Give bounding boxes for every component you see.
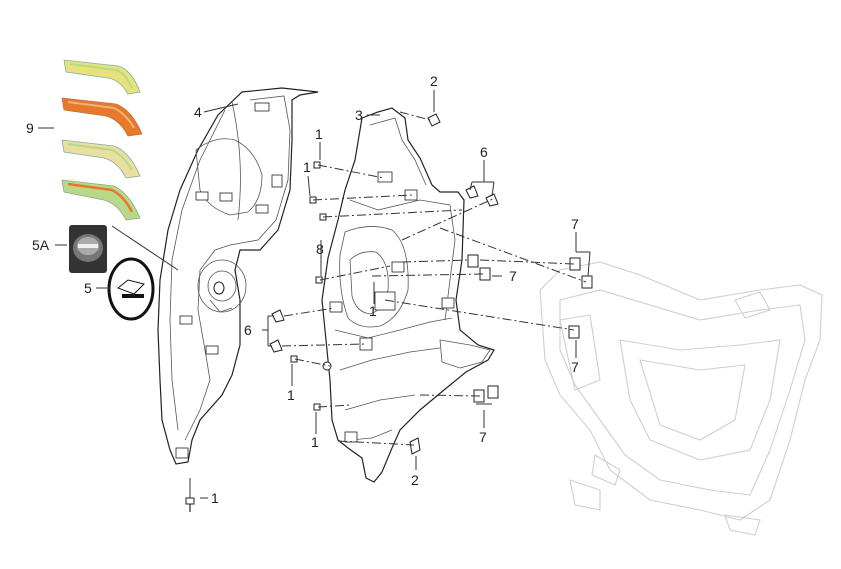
decal-stripe-4	[61, 179, 141, 221]
label-7-bottom: 7	[479, 429, 487, 445]
decal-stripe-2	[61, 97, 143, 137]
label-7-mid: 7	[509, 268, 517, 284]
label-1-bottom: 1	[211, 490, 219, 506]
label-9: 9	[26, 120, 34, 136]
label-1-top-a: 1	[315, 126, 323, 142]
label-7-right-bottom: 7	[571, 359, 579, 375]
label-2-bottom: 2	[411, 472, 419, 488]
inner-panel	[321, 107, 495, 483]
screw-bottom	[185, 478, 195, 512]
label-1-center: 1	[369, 303, 377, 319]
decal-stripe-3	[61, 139, 141, 179]
label-1-mid: 1	[287, 387, 295, 403]
label-1-low: 1	[311, 434, 319, 450]
label-8: 8	[316, 241, 324, 257]
clip-2-bottom	[409, 437, 421, 455]
emblem-badge-icon	[69, 225, 107, 273]
alignment-lines	[281, 111, 587, 446]
label-4: 4	[194, 104, 202, 120]
label-1-top-b: 1	[303, 159, 311, 175]
decal-stripe-1	[63, 59, 141, 95]
emblem-sticker-icon	[107, 257, 155, 321]
clip-2-top	[427, 113, 441, 127]
label-3: 3	[355, 107, 363, 123]
label-7-right-top: 7	[571, 216, 579, 232]
leader-lines	[38, 90, 591, 499]
label-2-top: 2	[430, 73, 438, 89]
label-6-right: 6	[480, 144, 488, 160]
callout-labels: 9 5A 5 4 1 3 2 1 1 8 6 7 7 7 6 1 1 1 2 7	[26, 73, 579, 506]
side-cover-panel	[157, 87, 319, 465]
headlight-assembly-outline	[539, 261, 823, 536]
label-6-left: 6	[244, 322, 252, 338]
label-5a: 5A	[32, 237, 50, 253]
label-5: 5	[84, 280, 92, 296]
clip-6-right	[465, 185, 499, 207]
clip-6-left	[269, 309, 285, 353]
